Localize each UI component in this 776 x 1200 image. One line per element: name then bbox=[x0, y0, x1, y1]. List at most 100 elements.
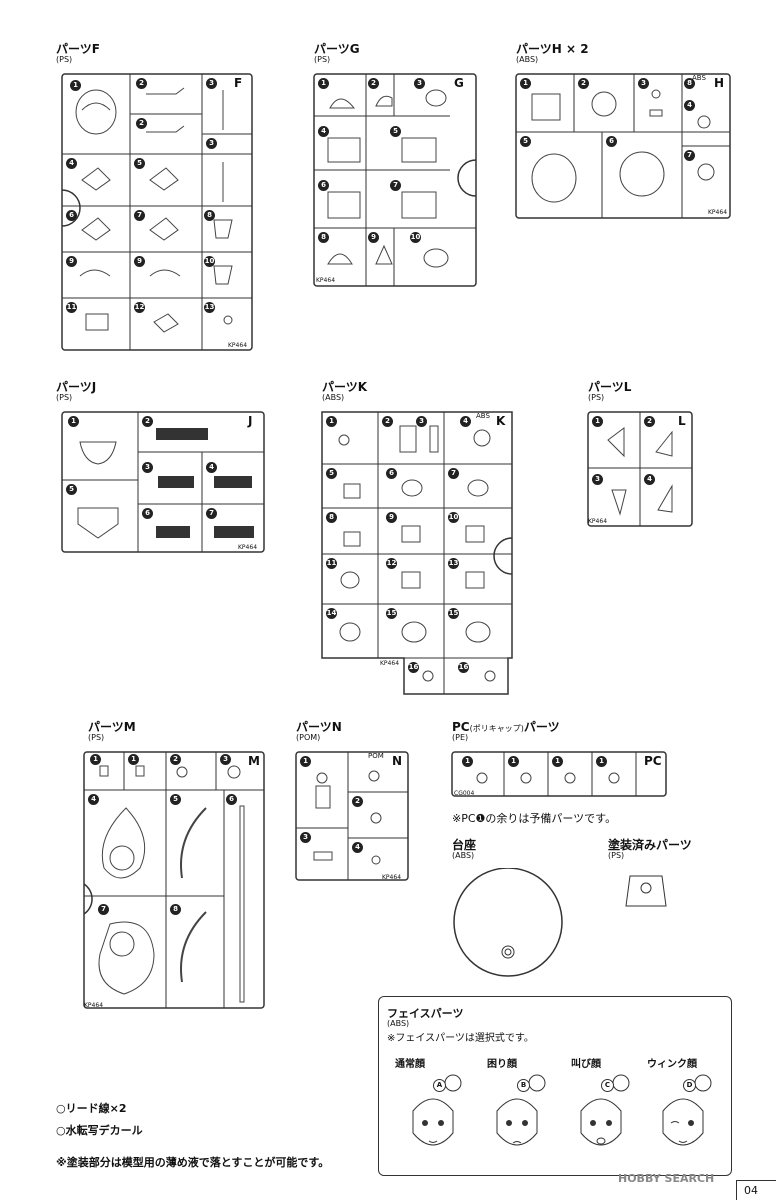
sprue-n-title: パーツN bbox=[296, 720, 342, 734]
watermark: HOBBY SEARCH bbox=[618, 1172, 715, 1185]
part-number: 3 bbox=[142, 462, 153, 473]
sprue-g-material: (PS) bbox=[314, 55, 331, 64]
sprue-h-code: KP464 bbox=[708, 209, 728, 216]
part-number: 1 bbox=[552, 756, 563, 767]
painted-material: (PS) bbox=[608, 851, 625, 860]
part-number: 9 bbox=[134, 256, 145, 267]
part-number: 5 bbox=[520, 136, 531, 147]
sprue-f-letter: F bbox=[234, 76, 243, 90]
part-number: 7 bbox=[390, 180, 401, 191]
part-number: 8 bbox=[318, 232, 329, 243]
face-parts-title: フェイスパーツ bbox=[387, 1007, 464, 1020]
part-number: 15 bbox=[386, 608, 397, 619]
sprue-g-letter: G bbox=[454, 76, 464, 90]
part-number: 6 bbox=[226, 794, 237, 805]
part-number: 1 bbox=[300, 756, 311, 767]
sprue-k-material: (ABS) bbox=[322, 393, 345, 402]
face-letter: C bbox=[601, 1079, 614, 1092]
part-number: 3 bbox=[416, 416, 427, 427]
part-number: 2 bbox=[170, 754, 181, 765]
part-number: 16 bbox=[408, 662, 419, 673]
sprue-j-letter: J bbox=[248, 414, 253, 428]
sprue-pc-title-small: (ポリキャップ) bbox=[469, 724, 524, 733]
part-number: 9 bbox=[386, 512, 397, 523]
part-number: 2 bbox=[382, 416, 393, 427]
sprue-j-frame bbox=[61, 411, 265, 553]
part-number: 2 bbox=[142, 416, 153, 427]
sprue-l-frame bbox=[587, 411, 693, 527]
part-number: 3 bbox=[592, 474, 603, 485]
sprue-f-material: (PS) bbox=[56, 55, 73, 64]
part-number: 10 bbox=[448, 512, 459, 523]
sprue-k-letter: K bbox=[496, 414, 506, 428]
part-number: 2 bbox=[136, 118, 147, 129]
extra-item-decal: ○水転写デカール bbox=[56, 1124, 143, 1137]
sprue-m-material: (PS) bbox=[88, 733, 105, 742]
part-number: 8 bbox=[684, 78, 695, 89]
part-number: 3 bbox=[300, 832, 311, 843]
sprue-j-code: KP464 bbox=[238, 544, 258, 551]
face-option: ウィンク顔 D bbox=[643, 1055, 729, 1165]
part-number: 2 bbox=[578, 78, 589, 89]
part-number: 9 bbox=[368, 232, 379, 243]
sprue-f: 1 2 2 3 3 4 5 6 7 8 9 9 10 11 12 13 F KP… bbox=[58, 70, 256, 354]
sprue-h-material: (ABS) bbox=[516, 55, 539, 64]
part-number: 2 bbox=[368, 78, 379, 89]
part-number: 6 bbox=[142, 508, 153, 519]
face-letter: B bbox=[517, 1079, 530, 1092]
face-drawing bbox=[412, 1074, 462, 1146]
part-number: 11 bbox=[326, 558, 337, 569]
sprue-g-code: KP464 bbox=[316, 277, 336, 284]
face-option: 通常顔 A bbox=[393, 1055, 473, 1165]
part-number: 8 bbox=[170, 904, 181, 915]
part-number: 1 bbox=[520, 78, 531, 89]
sprue-n-code: KP464 bbox=[382, 874, 402, 881]
part-number: 16 bbox=[458, 662, 469, 673]
part-number: 13 bbox=[204, 302, 215, 313]
face-label: 通常顔 bbox=[395, 1059, 425, 1070]
stand-base-drawing bbox=[453, 868, 563, 977]
part-number: 12 bbox=[386, 558, 397, 569]
stand-material: (ABS) bbox=[452, 851, 475, 860]
sprue-m-letter: M bbox=[248, 754, 260, 768]
sprue-j-material: (PS) bbox=[56, 393, 73, 402]
face-parts-note: ※フェイスパーツは選択式です。 bbox=[387, 1033, 534, 1044]
part-number: 1 bbox=[326, 416, 337, 427]
part-number: 4 bbox=[352, 842, 363, 853]
sprue-pc-title-main: PC bbox=[452, 720, 470, 734]
part-number: 3 bbox=[638, 78, 649, 89]
part-number: 4 bbox=[318, 126, 329, 137]
face-letter: D bbox=[683, 1079, 696, 1092]
part-number: 1 bbox=[508, 756, 519, 767]
sprue-k-code: KP464 bbox=[380, 660, 400, 667]
sprue-n-material: (POM) bbox=[296, 733, 321, 742]
sprue-n-frame bbox=[295, 751, 409, 881]
part-number: 5 bbox=[66, 484, 77, 495]
part-number: 10 bbox=[410, 232, 421, 243]
part-number: 1 bbox=[128, 754, 139, 765]
part-number: 3 bbox=[206, 138, 217, 149]
part-number: 6 bbox=[66, 210, 77, 221]
face-label: 困り顔 bbox=[487, 1059, 517, 1070]
part-number: 1 bbox=[462, 756, 473, 767]
sprue-h-mat-tag: ABS bbox=[692, 74, 706, 82]
part-number: 8 bbox=[326, 512, 337, 523]
face-label: ウィンク顔 bbox=[647, 1059, 697, 1070]
sprue-f-title: パーツF bbox=[56, 42, 100, 56]
sprue-g: 1 2 3 4 5 6 7 8 9 10 G KP464 bbox=[310, 70, 480, 290]
sprue-l-code: KP464 bbox=[588, 518, 608, 525]
stand-title: 台座 bbox=[452, 838, 477, 852]
page-number: 04 bbox=[744, 1184, 758, 1197]
sprue-pc-code: CG004 bbox=[454, 790, 475, 797]
sprue-h-title: パーツH × 2 bbox=[516, 42, 589, 56]
part-number: 2 bbox=[136, 78, 147, 89]
face-parts-box: フェイスパーツ (ABS) ※フェイスパーツは選択式です。 通常顔 A 困り顔 … bbox=[378, 996, 732, 1176]
part-number: 3 bbox=[414, 78, 425, 89]
sprue-n-mat-tag: POM bbox=[368, 752, 384, 760]
sprue-pc-material: (PE) bbox=[452, 733, 469, 742]
sprue-m-code: KP464 bbox=[84, 1002, 104, 1009]
part-number: 6 bbox=[606, 136, 617, 147]
face-parts-material: (ABS) bbox=[387, 1019, 410, 1028]
part-number: 5 bbox=[134, 158, 145, 169]
part-number: 7 bbox=[684, 150, 695, 161]
